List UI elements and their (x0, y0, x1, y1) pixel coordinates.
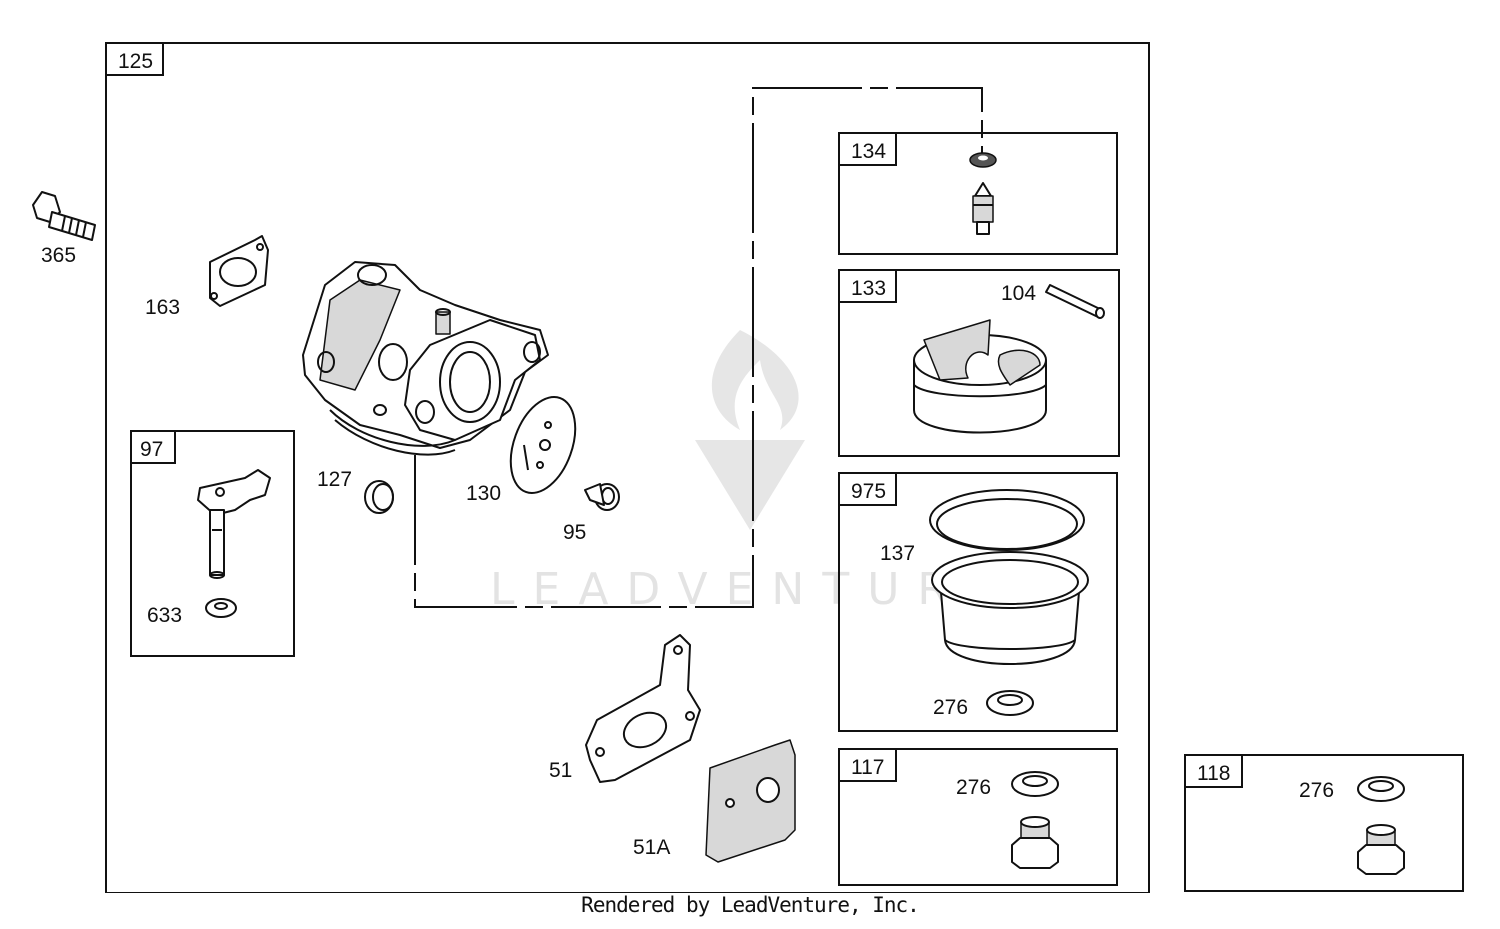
box-118: 118 276 (1184, 754, 1464, 892)
parts-diagram: LEADVENTURE 125 134 133 104 (32, 42, 1464, 893)
box-975: 975 137 276 (838, 472, 1118, 732)
callout-365: 365 (41, 244, 76, 267)
bolt-365-part (32, 191, 96, 241)
callout-95: 95 (563, 521, 586, 544)
box-label-97: 97 (140, 438, 163, 461)
screw-95-part (584, 483, 620, 511)
plug-127-part (364, 480, 394, 514)
callout-127: 127 (317, 468, 352, 491)
washer-118-part (1357, 776, 1405, 802)
callout-51A: 51A (633, 836, 670, 859)
box-125: 125 (105, 42, 1150, 893)
box-134: 134 (838, 132, 1118, 255)
callout-276-117: 276 (956, 776, 991, 799)
float-bowl-part (931, 551, 1089, 665)
bowl-gasket-part (929, 489, 1085, 551)
callout-276-118: 276 (1299, 779, 1334, 802)
box-label-118: 118 (1197, 762, 1230, 785)
callout-51: 51 (549, 759, 572, 782)
callout-137: 137 (880, 542, 915, 565)
choke-lever-part (197, 469, 271, 579)
callout-104: 104 (1001, 282, 1036, 305)
gasket-163-part (209, 235, 269, 307)
washer-633-part (205, 598, 237, 618)
carburetor-body-part (302, 261, 549, 456)
washer-117-part (1011, 771, 1059, 797)
float-pin-part (1045, 284, 1105, 319)
leader-line (414, 87, 983, 608)
float-part (913, 319, 1047, 434)
box-label-125: 125 (118, 50, 153, 73)
callout-163: 163 (145, 296, 180, 319)
needle-seat-part (969, 152, 997, 168)
bowl-plug-117-part (1011, 816, 1059, 869)
bowl-washer-part (986, 690, 1034, 716)
box-97: 97 633 (130, 430, 295, 657)
callout-276-bowl: 276 (933, 696, 968, 719)
callout-130: 130 (466, 482, 501, 505)
box-117: 117 276 (838, 748, 1118, 886)
box-label-975: 975 (851, 480, 886, 503)
callout-633: 633 (147, 604, 182, 627)
throttle-plate-part (509, 395, 577, 495)
bowl-plug-118-part (1357, 824, 1405, 875)
gasket-51A-part (705, 739, 796, 863)
box-133: 133 104 (838, 269, 1120, 457)
gasket-51-part (585, 634, 701, 783)
inlet-needle-part (972, 182, 994, 235)
box-label-133: 133 (851, 277, 886, 300)
box-label-134: 134 (851, 140, 886, 163)
rendered-by-footer: Rendered by LeadVenture, Inc. (581, 893, 920, 917)
box-label-117: 117 (851, 756, 884, 779)
